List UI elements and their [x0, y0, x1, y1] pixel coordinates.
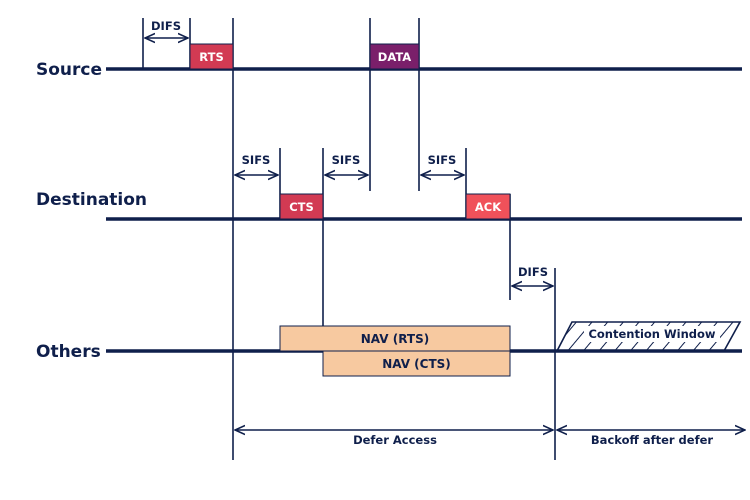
- data-frame-label: DATA: [378, 50, 412, 64]
- ack-frame-label: ACK: [475, 200, 502, 214]
- rts-frame: [189, 43, 234, 70]
- row-label-destination: Destination: [36, 190, 147, 210]
- difs-others-label: DIFS: [518, 265, 548, 279]
- cts-frame-label: CTS: [289, 200, 314, 214]
- contention-window: Contention Window: [555, 321, 742, 352]
- row-label-source: Source: [36, 60, 102, 80]
- sifs-3-label: SIFS: [428, 153, 457, 167]
- backoff-label: Backoff after defer: [591, 433, 713, 447]
- ack-frame: [465, 193, 511, 220]
- row-label-others: Others: [36, 342, 101, 362]
- cts-frame: [279, 193, 324, 220]
- nav-cts-label: NAV (CTS): [382, 357, 451, 371]
- defer-access-label: Defer Access: [353, 433, 437, 447]
- difs-source-label: DIFS: [151, 19, 181, 33]
- rts-frame-label: RTS: [199, 50, 223, 64]
- nav-rts-label: NAV (RTS): [361, 332, 429, 346]
- nav-rts-bar: [279, 325, 511, 352]
- contention-window-label: Contention Window: [588, 327, 715, 341]
- data-frame: [369, 43, 420, 70]
- sifs-2-label: SIFS: [332, 153, 361, 167]
- sifs-1-label: SIFS: [242, 153, 271, 167]
- nav-cts-bar: [322, 350, 511, 377]
